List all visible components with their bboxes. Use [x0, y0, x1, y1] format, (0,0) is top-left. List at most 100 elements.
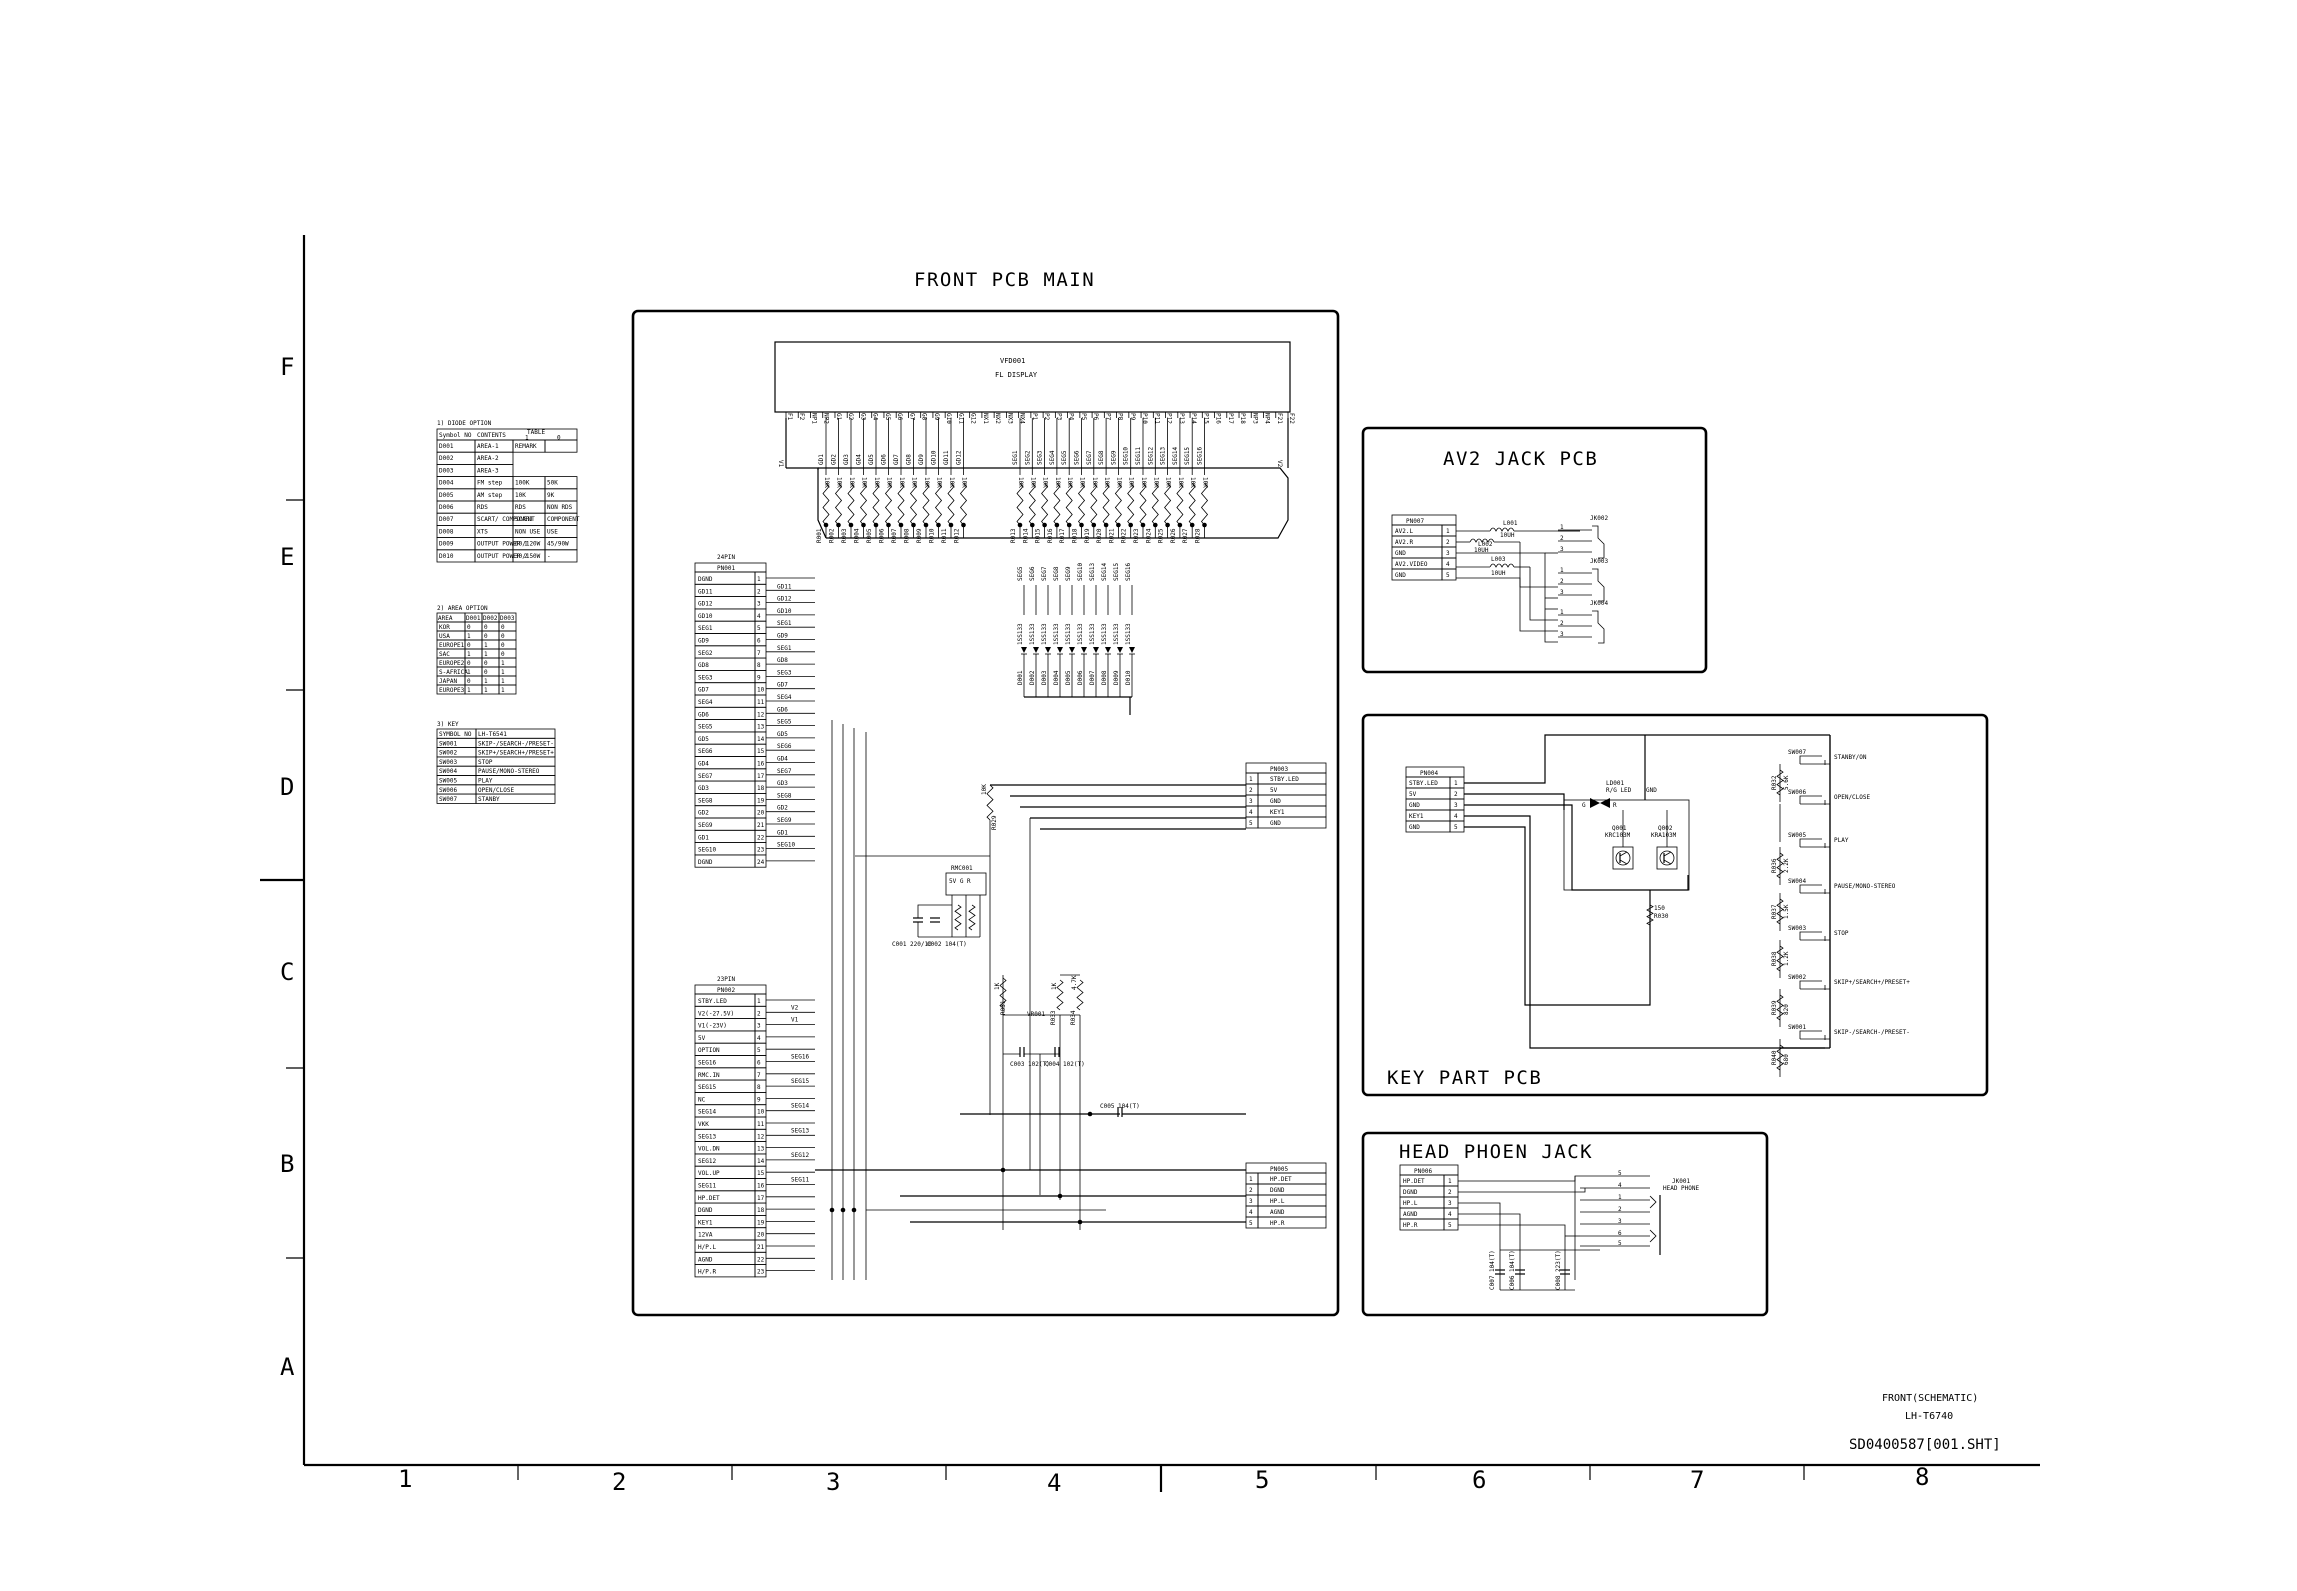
- res-ref: R013: [1010, 528, 1017, 543]
- diode-ref: D007: [1089, 670, 1096, 685]
- vfd-pin-label: P6: [1092, 413, 1099, 421]
- v2-label: V2: [1276, 460, 1283, 468]
- diode-seg-label: SEG5: [1017, 566, 1024, 581]
- switch-SW002: [1799, 980, 1822, 989]
- vfd-ref: VFD001: [1000, 357, 1025, 365]
- sheet-frame: [260, 235, 2040, 1492]
- pin-number: 12: [757, 711, 765, 718]
- vfd-pin-label: NX2: [994, 413, 1001, 424]
- res-value: 10K: [1177, 477, 1184, 488]
- res-value: 10K: [1152, 477, 1159, 488]
- gnd-wire: [1464, 804, 1689, 891]
- ladder-res-ref: R039: [1771, 1000, 1778, 1015]
- diode-type: 1SS133: [1089, 623, 1096, 645]
- resistor-R037: [1776, 898, 1784, 925]
- table-cell-text: RDS: [477, 504, 488, 511]
- net-label: GD11: [777, 583, 792, 590]
- table-header: 1: [525, 435, 529, 442]
- table-cell-text: D010: [439, 553, 454, 560]
- switch-label: SKIP-/SEARCH-/PRESET-: [1834, 1029, 1910, 1036]
- connector-pin-label: GD9: [698, 638, 709, 645]
- switch-label: SKIP+/SEARCH+/PRESET+: [1834, 979, 1910, 986]
- connector-pin-label: AV2.VIDEO: [1395, 561, 1428, 568]
- seg-net-label: SEG9: [1110, 450, 1117, 465]
- connector-pin-label: AV2.L: [1395, 528, 1413, 535]
- table-cell-text: 1: [501, 678, 505, 685]
- switch-ref: SW001: [1788, 1024, 1806, 1031]
- vfd-pin-label: P8: [1117, 413, 1124, 421]
- ladder-res-value: 1.2K: [1783, 951, 1790, 966]
- res-ref: R027: [1182, 528, 1189, 543]
- junction-dot: [1116, 522, 1121, 528]
- resistor-R021: [1114, 482, 1122, 526]
- diode-seg-label: SEG9: [1065, 566, 1072, 581]
- jack-JK003: [1592, 568, 1605, 602]
- table-cell-text: 0: [484, 669, 488, 676]
- connector-pin-label: HP.L: [1270, 1198, 1285, 1205]
- diode-seg-label: SEG6: [1029, 566, 1036, 581]
- ladder-res-value: 1.5K: [1783, 904, 1790, 919]
- connector-pin-label: DGND: [1403, 1189, 1418, 1196]
- switch-label: PAUSE/MONO-STEREO: [1834, 883, 1896, 890]
- connector-pin-label: AGND: [698, 1256, 713, 1263]
- col-label: 4: [1047, 1469, 1061, 1497]
- row-label: D: [280, 773, 294, 801]
- table-cell-text: NON USE: [515, 528, 541, 535]
- jack-ref: JK003: [1590, 558, 1608, 565]
- ladder-res-value: 5.6K: [1783, 775, 1790, 790]
- junction-dot: [1066, 522, 1072, 528]
- connector-pin-label: NC: [698, 1096, 706, 1103]
- connector-pin-label: VKK: [698, 1121, 709, 1128]
- table-cell-text: COMPONENT: [547, 516, 580, 523]
- resistor-r033: [1056, 979, 1064, 1011]
- grid-net-label: GD10: [931, 450, 938, 465]
- pin-number: 20: [757, 1232, 765, 1239]
- resistor-R007: [897, 482, 905, 526]
- res-value: 10K: [1189, 477, 1196, 488]
- table-cell-text: 30/150W: [515, 553, 541, 560]
- table-cell-text: OUTPUT POWER 2: [477, 553, 528, 560]
- jack-pin-number: 6: [1618, 1230, 1622, 1237]
- res-value: 10K: [873, 477, 880, 488]
- table-cell-text: D007: [439, 516, 454, 523]
- table-cell-text: 0: [501, 642, 505, 649]
- seg-net-label: SEG7: [1086, 450, 1093, 465]
- vfd-pin-label: G7: [908, 413, 915, 421]
- led-g-diode: [1590, 798, 1600, 808]
- connector-pin-cell: [1257, 783, 1327, 796]
- diode-ref: D003: [1041, 670, 1048, 685]
- pin-number: 10: [757, 1109, 765, 1116]
- table-cell-text: SKIP-/SEARCH-/PRESET-: [478, 740, 554, 747]
- transistor-lead: [1663, 851, 1672, 857]
- pin-number: 2: [1249, 1187, 1253, 1194]
- pin-number: 6: [757, 638, 761, 645]
- seg-net-label: SEG8: [1098, 450, 1105, 465]
- table-cell-text: 1: [501, 660, 505, 667]
- table-cell-text: D005: [439, 492, 454, 499]
- table-cell-text: AREA-3: [477, 467, 499, 474]
- connector-pin-label: DGND: [698, 576, 713, 583]
- res-value: 10K: [1140, 477, 1147, 488]
- transistor-symbol: [1615, 850, 1631, 866]
- jack-pin-number: 5: [1618, 1170, 1622, 1177]
- pin-number: 2: [1560, 535, 1564, 542]
- switch-ref: SW005: [1788, 832, 1806, 839]
- res-value: 10K: [1066, 477, 1073, 488]
- c003-label: C003 102(T): [1010, 1061, 1050, 1068]
- table-cell-text: STANBY: [478, 796, 500, 803]
- connector-pin-label: GD2: [698, 810, 709, 817]
- table-cell-text: 1: [467, 633, 471, 640]
- res-value: 10K: [1042, 477, 1049, 488]
- junction-dot: [1087, 1111, 1093, 1117]
- res-ref: R004: [854, 528, 861, 543]
- net-label: SEG7: [777, 768, 792, 775]
- diode-type: 1SS133: [1113, 623, 1120, 645]
- vfd-pin-label: F21: [1276, 413, 1283, 424]
- pin-number: 17: [757, 773, 765, 780]
- connector-pin-label: AV2.R: [1395, 539, 1413, 546]
- table-cell-text: 0: [467, 678, 471, 685]
- table-header: LH-T6541: [478, 731, 507, 738]
- junction-dot: [936, 522, 941, 528]
- table-cell-text: 0: [501, 633, 505, 640]
